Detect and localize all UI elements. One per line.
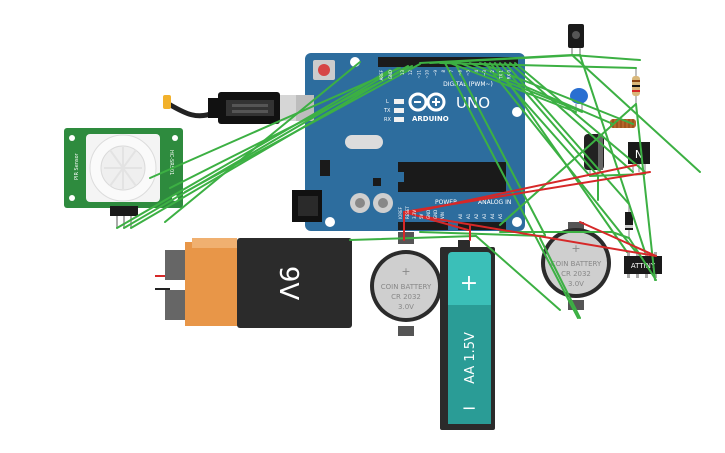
power-pin-label: 3.3V xyxy=(412,210,417,219)
board-brand-label: ARDUINO xyxy=(412,115,449,123)
digital-pin-label: ~6 xyxy=(457,70,462,76)
power-header[interactable] xyxy=(398,222,448,230)
pir-sensor[interactable]: PIR Sensor HC-SR501 xyxy=(64,128,183,228)
coin-right-line2: CR 2032 xyxy=(561,270,591,278)
power-pin-label: 5V xyxy=(419,213,424,219)
digital-pin-label: ~10 xyxy=(425,70,430,79)
coin-right-line1: COIN BATTERY xyxy=(551,260,602,268)
battery-9v[interactable]: 9V xyxy=(155,238,352,328)
l-label: L xyxy=(386,99,389,105)
analog-pin-label: A0 xyxy=(458,213,463,219)
attiny-label: ATTINY xyxy=(631,262,656,270)
resistor-component[interactable] xyxy=(632,68,640,104)
coin-left-plus: + xyxy=(401,265,410,278)
power-pin-label: IOREF xyxy=(398,206,403,219)
coin-left-line1: COIN BATTERY xyxy=(381,283,432,291)
digital-pin-label: ~9 xyxy=(433,70,438,76)
red-wires[interactable] xyxy=(403,164,657,257)
arduino-uno-board[interactable]: DIGITAL (PWM~) TX RX L UNO ARDUINO xyxy=(292,53,525,231)
coin-right-plus: + xyxy=(571,242,580,255)
board-digital-label: DIGITAL (PWM~) xyxy=(443,81,493,88)
analog-pin-label: A2 xyxy=(474,213,479,219)
digital-pin-label: ~3 xyxy=(482,70,487,76)
battery-9v-label: 9V xyxy=(273,266,303,301)
coin-left-line3: 3.0V xyxy=(398,303,414,311)
coin-left-line2: CR 2032 xyxy=(391,293,421,301)
analog-pin-label: A1 xyxy=(466,213,471,219)
power-pin-label: GND xyxy=(426,210,431,219)
diode-component[interactable] xyxy=(625,204,633,238)
arduino-logo-icon xyxy=(408,92,446,112)
digital-pin-label: 7 xyxy=(449,70,454,73)
digital-pin-label: 2 xyxy=(490,70,495,73)
digital-pin-label: 12 xyxy=(408,70,413,76)
digital-pin-label: 4 xyxy=(474,70,479,73)
aref-label: AREF xyxy=(379,69,384,80)
analog-label: ANALOG IN xyxy=(478,199,511,206)
digital-pin-label: 8 xyxy=(441,70,446,73)
pushbutton-component[interactable] xyxy=(568,24,584,55)
power-pin-label: RESET xyxy=(405,206,410,219)
digital-pin-label: 13 xyxy=(400,70,405,76)
digital-pin-label: TX 1 xyxy=(498,70,503,80)
pir-label-left: PIR Sensor xyxy=(74,152,80,180)
analog-pin-label: A4 xyxy=(490,213,495,219)
digital-pin-label: ~11 xyxy=(416,70,421,79)
tx-label: TX xyxy=(383,108,391,114)
gnd-label: GND xyxy=(388,70,393,79)
aa-plus: + xyxy=(460,271,478,296)
battery-aa[interactable]: + AA 1.5V − xyxy=(440,240,495,430)
coin-right-line3: 3.0V xyxy=(568,280,584,288)
aa-minus: − xyxy=(461,398,476,419)
pir-label-right: HC-SR501 xyxy=(168,150,174,175)
analog-pin-label: A5 xyxy=(498,213,503,219)
coin-battery-left[interactable]: + COIN BATTERY CR 2032 3.0V xyxy=(370,232,442,336)
rx-label: RX xyxy=(384,117,391,123)
power-pin-label: VIN xyxy=(440,212,445,219)
digital-pin-label: RX 0 xyxy=(507,70,512,80)
aa-label: AA 1.5V xyxy=(463,332,478,384)
transistor-label: N xyxy=(635,148,643,161)
power-pin-label: GND xyxy=(433,210,438,219)
power-label: POWER xyxy=(435,199,457,206)
digital-pin-label: ~5 xyxy=(466,70,471,76)
analog-pin-label: A3 xyxy=(482,213,487,219)
green-wires[interactable] xyxy=(116,54,701,319)
atmega-chip xyxy=(398,162,506,192)
